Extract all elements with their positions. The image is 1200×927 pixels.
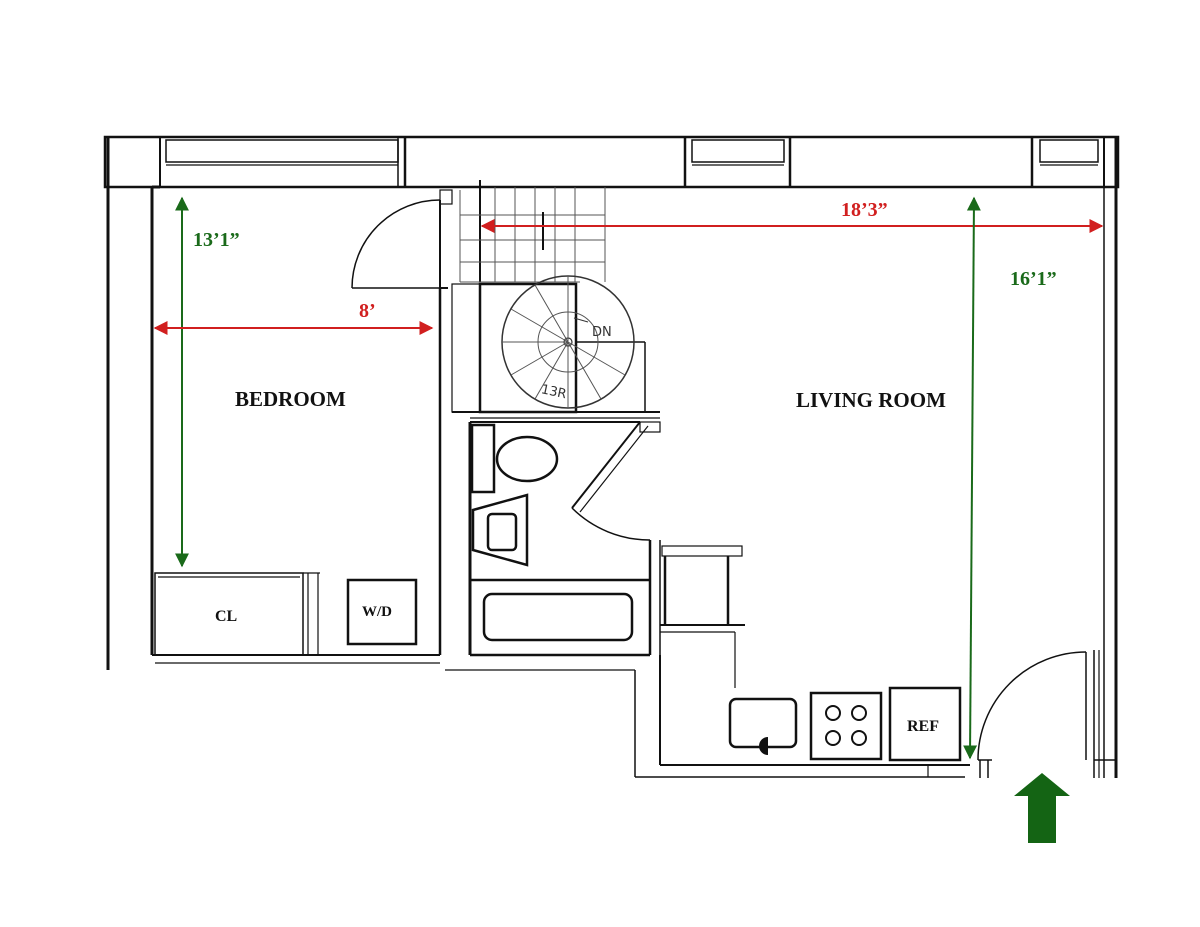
washer-dryer bbox=[346, 578, 418, 646]
refrigerator bbox=[888, 686, 962, 762]
stove bbox=[809, 691, 883, 761]
spiral-stair: DN 13R bbox=[451, 275, 660, 419]
kitchen-walls bbox=[445, 545, 970, 778]
closet bbox=[154, 572, 320, 656]
entry-door bbox=[977, 651, 1087, 778]
bedroom-depth-label: 13’1” bbox=[193, 229, 240, 251]
dimension-line-living-depth bbox=[963, 196, 981, 760]
living-width-label: 18’3” bbox=[841, 199, 888, 221]
bedroom-door bbox=[351, 199, 441, 289]
bathroom bbox=[468, 421, 661, 657]
bathroom-sink bbox=[471, 493, 529, 567]
outer-walls bbox=[106, 137, 1118, 778]
stair-treads bbox=[459, 180, 606, 283]
bedroom-width-label: 8’ bbox=[359, 300, 376, 322]
closet-label: CL bbox=[215, 608, 237, 625]
bedroom-walls bbox=[152, 185, 453, 664]
bedroom-label: BEDROOM bbox=[235, 387, 346, 411]
washer-dryer-label: W/D bbox=[362, 604, 392, 620]
entry-arrow-icon bbox=[1014, 773, 1070, 843]
bathtub bbox=[482, 592, 634, 642]
kitchen-sink bbox=[728, 697, 798, 755]
living-depth-label: 16’1” bbox=[1010, 268, 1057, 290]
stair-down-label: DN bbox=[592, 325, 612, 340]
living-room-label: LIVING ROOM bbox=[796, 388, 946, 412]
refrigerator-label: REF bbox=[907, 718, 939, 735]
top-window-wall bbox=[103, 135, 1120, 189]
toilet bbox=[470, 423, 559, 494]
stair-steps-label: 13R bbox=[540, 382, 568, 402]
